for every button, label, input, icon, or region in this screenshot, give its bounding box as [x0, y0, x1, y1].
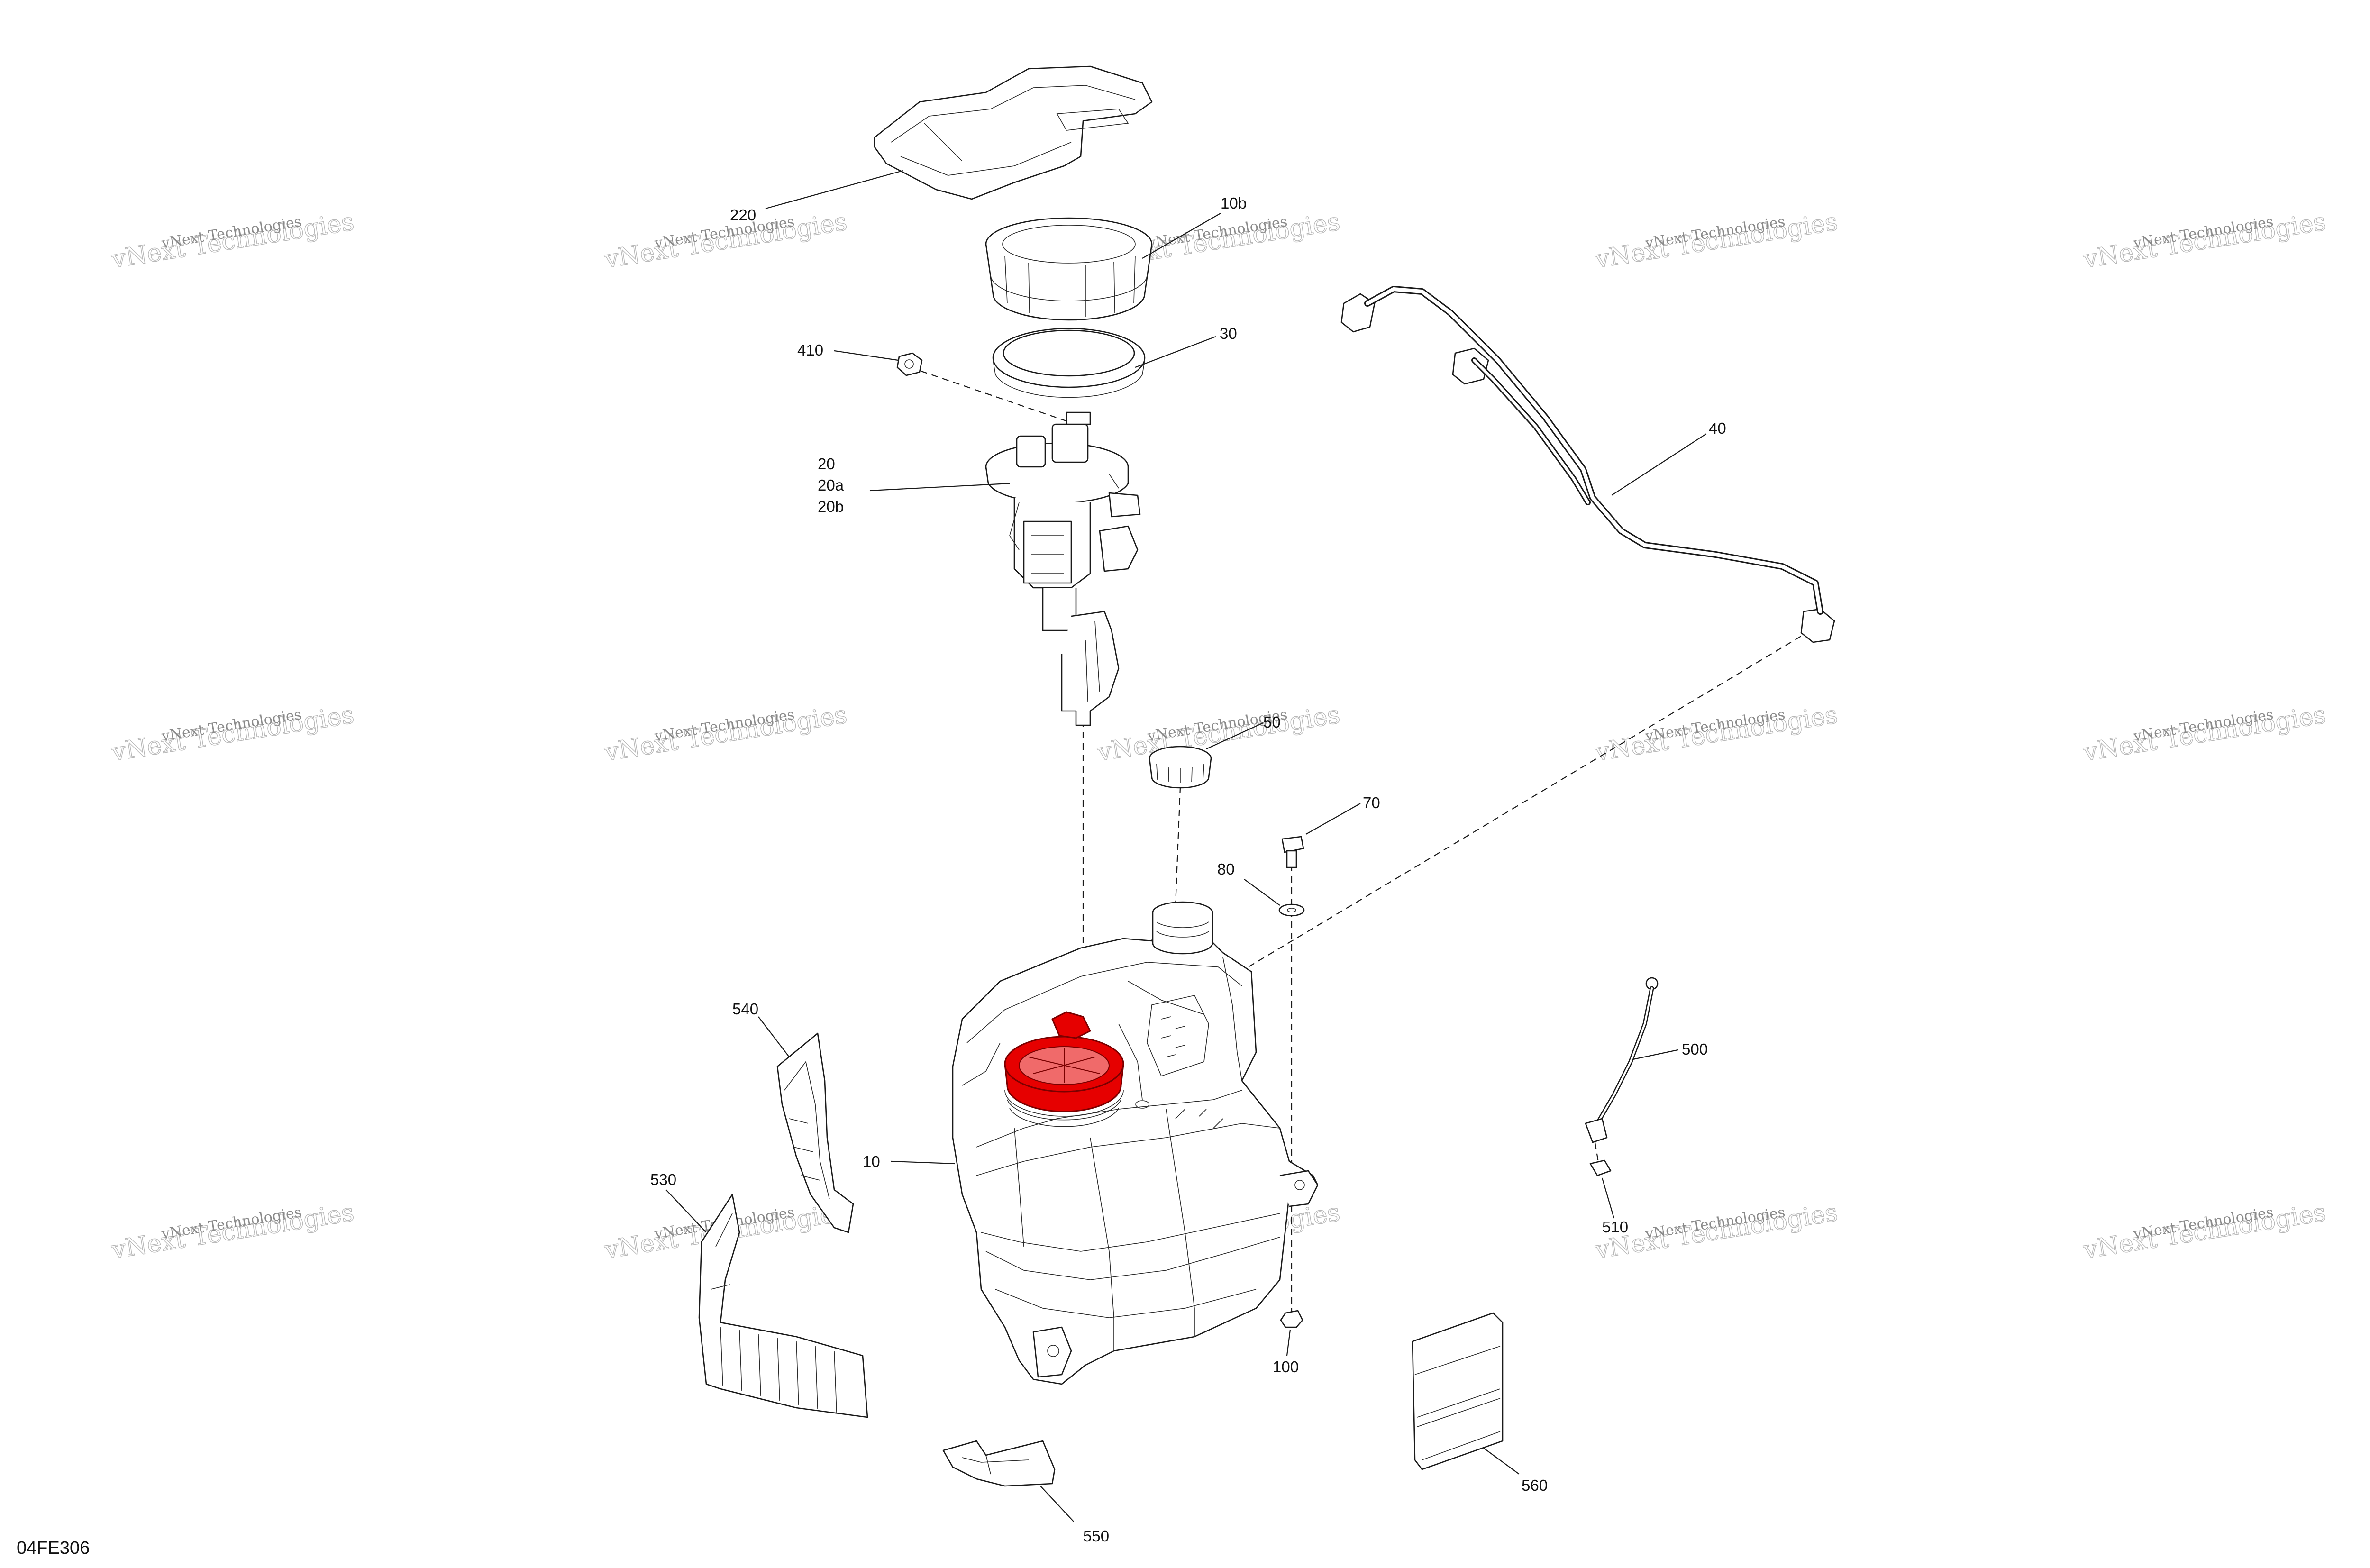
part-540-heat-shield: [776, 1032, 854, 1233]
leader-30: [1135, 336, 1216, 368]
callout-560: 560: [1522, 1477, 1548, 1494]
part-510-clamp: [1589, 1159, 1612, 1176]
leader-10: [891, 1160, 956, 1165]
leader-100: [1286, 1329, 1291, 1356]
leader-40: [1611, 433, 1707, 496]
watermark-outline: vNext Technologies: [109, 1198, 356, 1265]
assembly-line-410: [910, 366, 1069, 423]
leader-500: [1632, 1049, 1678, 1060]
watermark: vNext Technologies vNext Technologies: [1593, 1198, 1840, 1265]
leader-50: [1206, 722, 1264, 749]
watermark: vNext Technologies vNext Technologies: [2081, 1198, 2328, 1265]
part-40-wiring-harness: [1340, 286, 1835, 643]
watermark-outline: vNext Technologies: [2081, 208, 2328, 274]
callout-510: 510: [1602, 1218, 1628, 1236]
watermark: vNext Technologies vNext Technologies: [602, 700, 849, 767]
part-80-washer: [1278, 903, 1305, 917]
callout-labels: 220 10b 30 410 20 20a 20b 40 50 70 80 54…: [650, 194, 1726, 1545]
leader-560: [1483, 1448, 1520, 1475]
assembly-line-harness: [1185, 630, 1811, 1005]
callout-50: 50: [1263, 713, 1281, 731]
leader-80: [1244, 879, 1280, 906]
callout-80: 80: [1217, 860, 1235, 878]
leader-70: [1305, 803, 1361, 835]
watermark: vNext Technologies vNext Technologies: [2081, 700, 2328, 767]
part-100-nut: [1280, 1310, 1304, 1328]
callout-20: 20: [818, 455, 835, 473]
part-550-heat-shield: [942, 1440, 1056, 1487]
part-70-bolt: [1281, 836, 1304, 868]
watermark: vNext Technologies vNext Technologies: [109, 1198, 356, 1265]
watermark-outline: vNext Technologies: [109, 701, 356, 767]
callout-10: 10: [863, 1153, 880, 1170]
leader-20: [869, 483, 1010, 492]
leader-410: [834, 350, 899, 361]
tank-pump-opening-highlight: [1004, 1011, 1124, 1112]
leader-220: [765, 170, 903, 210]
callout-30: 30: [1220, 325, 1237, 342]
callout-70: 70: [1363, 794, 1380, 811]
part-10-fuel-tank: [952, 901, 1319, 1385]
leader-550: [1040, 1486, 1074, 1522]
figure-code: 04FE306: [17, 1538, 90, 1558]
watermark: vNext Technologies vNext Technologies: [602, 207, 849, 274]
watermark: vNext Technologies vNext Technologies: [1593, 700, 1840, 767]
callout-500: 500: [1682, 1040, 1708, 1058]
assembly-line-50: [1175, 786, 1181, 906]
part-10b-lock-ring: [985, 217, 1153, 321]
callout-550: 550: [1083, 1527, 1109, 1545]
callout-410: 410: [797, 341, 823, 359]
leader-10b: [1142, 213, 1221, 259]
callout-100: 100: [1273, 1358, 1299, 1376]
watermark-outline: vNext Technologies: [1593, 701, 1840, 767]
watermark: vNext Technologies vNext Technologies: [109, 700, 356, 767]
leader-lines: [665, 170, 1707, 1522]
part-30-o-ring: [992, 328, 1146, 398]
part-500-vent-hose: [1585, 977, 1659, 1143]
callout-220: 220: [730, 206, 756, 224]
watermark-outline: vNext Technologies: [2081, 701, 2328, 767]
part-20-fuel-pump: [985, 411, 1141, 726]
watermark-outline: vNext Technologies: [1095, 701, 1342, 767]
watermark: vNext Technologies vNext Technologies: [1593, 207, 1840, 274]
part-50-vent-cap: [1149, 746, 1212, 789]
leader-540: [758, 1016, 790, 1057]
leader-530: [665, 1189, 707, 1233]
watermark: vNext Technologies vNext Technologies: [1095, 700, 1342, 767]
callout-530: 530: [650, 1171, 676, 1188]
watermark-outline: vNext Technologies: [1593, 1198, 1840, 1265]
callout-20b: 20b: [818, 498, 844, 515]
watermark-outline: vNext Technologies: [2081, 1198, 2328, 1265]
watermark: vNext Technologies vNext Technologies: [2081, 207, 2328, 274]
callout-20a: 20a: [818, 476, 844, 494]
part-560-panel: [1412, 1312, 1504, 1470]
callout-10b: 10b: [1221, 194, 1247, 212]
callout-40: 40: [1709, 419, 1726, 437]
watermark-outline: vNext Technologies: [602, 701, 849, 767]
part-530-heat-shield: [698, 1194, 868, 1418]
part-220-shield: [874, 65, 1153, 200]
part-410-nut: [896, 352, 923, 376]
callout-540: 540: [732, 1000, 758, 1018]
watermark: vNext Technologies vNext Technologies: [109, 207, 356, 274]
leader-510: [1601, 1177, 1615, 1219]
